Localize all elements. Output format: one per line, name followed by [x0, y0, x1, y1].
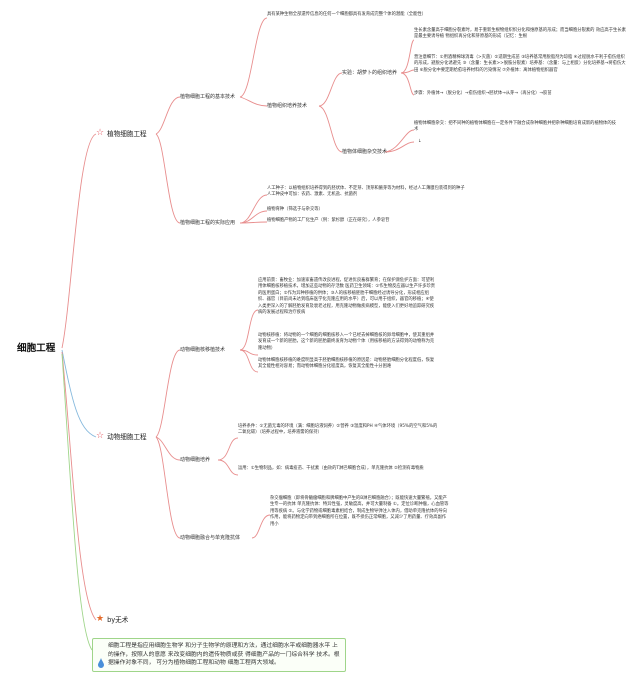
node-nuclear-transfer-def[interactable]: 动物核移植：将动物的一个细胞的细胞核移入一个已经去掉细胞核的卵母细胞中，使其重组…: [258, 333, 435, 351]
node-culture-conditions[interactable]: 培养条件：①无菌无毒的环境（满：细胞培液饲养）②营养 ③温度和PH ④气体环境（…: [238, 424, 438, 436]
root-node-title[interactable]: 细胞工程: [17, 343, 56, 354]
hollow-star-icon: ☆: [96, 127, 105, 138]
node-animal-cell-culture[interactable]: 动物细胞培养: [180, 457, 211, 463]
node-application-prospects[interactable]: 应用前景：畜牧业：加速家畜遗传改良进程，促进优良畜群繁育；在保护濒危护方面：可望…: [258, 278, 436, 316]
node-difficulty-reason[interactable]: 动物体细胞核移植的难度明显高于胚胎细胞核移植的原因是：动物胚胎细胞分化程度低，恢…: [258, 358, 435, 370]
node-precautions[interactable]: 营注意细节：①用酒精棉球消毒（>灭菌）②适期生成苗 ③培养基常用脱脂剂为琼脂 ④…: [414, 55, 626, 73]
node-cell-fusion-monoclonal[interactable]: 动物细胞融合与单克隆抗体: [180, 535, 241, 541]
hollow-star-icon: ☆: [96, 430, 105, 441]
node-arrow-glyph: ↓: [418, 139, 422, 144]
branch-author-title: by无术: [107, 616, 129, 624]
node-hormone-ratio[interactable]: 生长素含量高于细胞分裂素时，易于重新生根物组织织分化和维原基的形成；而当细胞分裂…: [414, 28, 626, 40]
branch-plant-title: 植物细胞工程: [107, 130, 147, 138]
node-plant-basic-tech[interactable]: 植物细胞工程的基本技术: [180, 94, 236, 100]
node-carrot-experiment[interactable]: 实验：胡萝卜的组织培养: [342, 70, 398, 76]
water-drop-icon: [98, 658, 104, 668]
node-tissue-culture[interactable]: 植物组织培养技术: [267, 103, 308, 109]
node-somatic-hybridization[interactable]: 植物体细胞杂交技术: [342, 149, 388, 155]
node-nuclear-transfer[interactable]: 动物细胞核移植技术: [180, 347, 226, 353]
branch-plant-cell-engineering[interactable]: ☆ 植物细胞工程: [96, 128, 147, 138]
node-somatic-hybridization-def[interactable]: 植物体细胞杂交：把不同种的植物体细胞在一定条件下融合成杂种细胞并把杂种细胞培育成…: [414, 121, 616, 133]
branch-animal-title: 动物细胞工程: [107, 433, 147, 441]
node-totipotency[interactable]: 具有某种生物全部遗传信息的任何一个细胞都具有发育成完整个体的潜能（全能性）: [267, 12, 426, 17]
node-culture-uses[interactable]: 运用：①生物制品，如：病毒疫苗、干扰素（由效的T淋巴细胞合成），单克隆抗体 ②检…: [238, 466, 424, 471]
node-plant-applications[interactable]: 植物细胞工程的实际应用: [180, 220, 236, 226]
solid-star-icon: ★: [96, 613, 105, 624]
node-artificial-seeds[interactable]: 人工种子：以植物组织培养得到的胚状体、不定芽、顶芽和腋芽等为材料，经过人工薄膜包…: [267, 186, 465, 198]
node-culture-steps[interactable]: 步骤：外植体→（脱分化）→愈伤组织→胚状体→从芽→（再分化）→胶苗: [414, 91, 552, 96]
summary-note: 细胞工程是指应用细胞生物学 和分子生物学的原理和方法，通过细胞水平或细胞器水平 …: [92, 638, 346, 673]
node-hybridoma[interactable]: 杂交瘤细胞（即将骨髓瘤细胞和脾细胞中产生的B淋巴细胞融合）；既能快速大量繁殖，又…: [270, 496, 449, 527]
branch-author[interactable]: ★ by无术: [96, 614, 128, 624]
summary-text: 细胞工程是指应用细胞生物学 和分子生物学的原理和方法，通过细胞水平或细胞器水平 …: [108, 643, 340, 667]
branch-animal-cell-engineering[interactable]: ☆ 动物细胞工程: [96, 431, 147, 441]
node-plant-breeding[interactable]: 植物育种（筛选于与杂交等）: [267, 207, 323, 212]
node-factory-production[interactable]: 植物细胞产物的工厂化生产（例：紫杉醇（正在研究），人参皂苷: [267, 218, 390, 223]
